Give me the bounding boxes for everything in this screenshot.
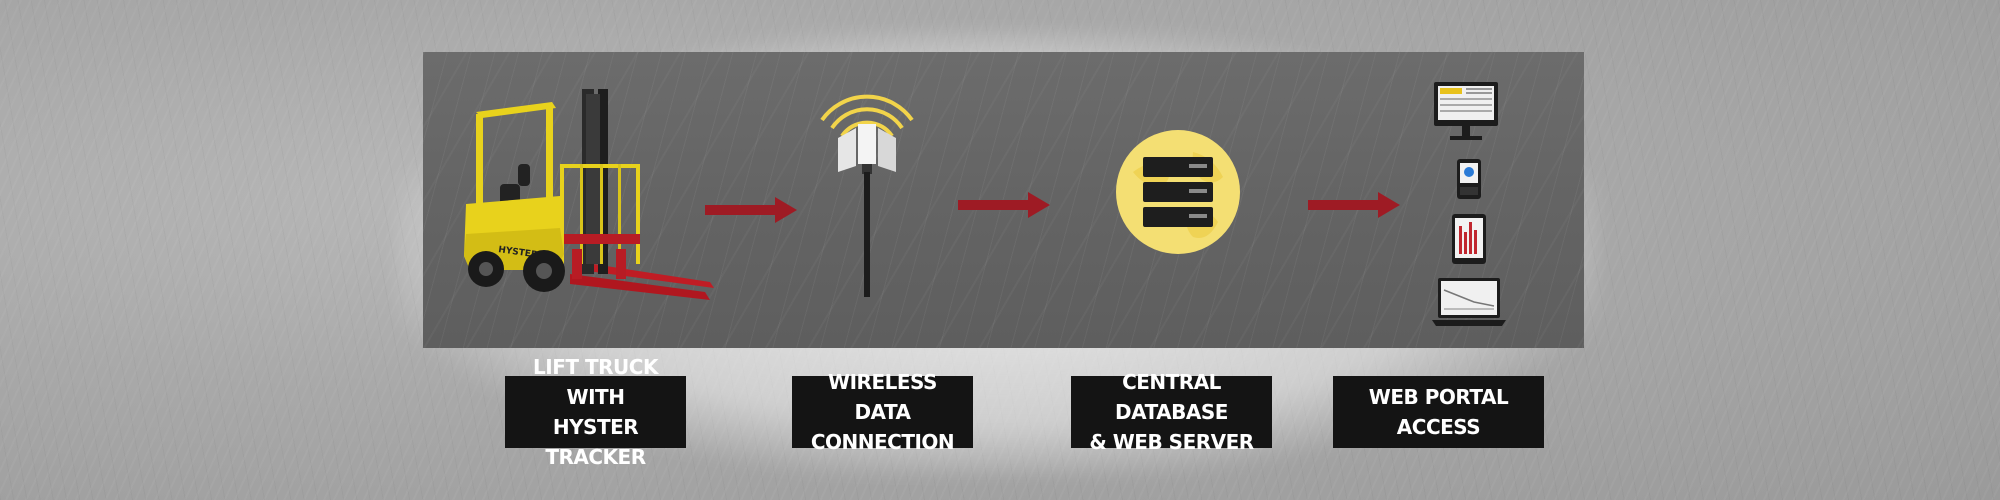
arrow-1	[705, 197, 797, 223]
arrow-2	[958, 192, 1050, 218]
server-globe-icon	[1116, 130, 1240, 254]
step-label-web-portal: WEB PORTAL ACCESS	[1333, 376, 1544, 448]
cell-tower-icon	[820, 94, 914, 297]
step-label-line: & WEB SERVER	[1089, 430, 1254, 454]
step-label-line: LIFT TRUCK WITH	[533, 355, 658, 409]
step-label-line: WEB PORTAL ACCESS	[1368, 385, 1509, 439]
step-label-wireless: WIRELESS DATA CONNECTION	[792, 370, 973, 454]
step-label-line: CONNECTION	[810, 430, 955, 454]
smartphone-icon	[1457, 159, 1481, 199]
tablet-icon	[1452, 214, 1486, 264]
step-label-database: CENTRAL DATABASE & WEB SERVER	[1071, 370, 1272, 454]
monitor-icon	[1434, 82, 1498, 140]
laptop-icon	[1432, 278, 1506, 326]
step-label-line: CENTRAL DATABASE	[1115, 370, 1228, 424]
step-label-line: WIRELESS DATA	[828, 370, 937, 424]
arrow-3	[1308, 192, 1400, 218]
step-label-line: HYSTER TRACKER	[545, 415, 646, 469]
step-label-lift-truck: LIFT TRUCK WITH HYSTER TRACKER	[505, 355, 686, 469]
forklift-icon: HYSTER	[464, 89, 714, 300]
